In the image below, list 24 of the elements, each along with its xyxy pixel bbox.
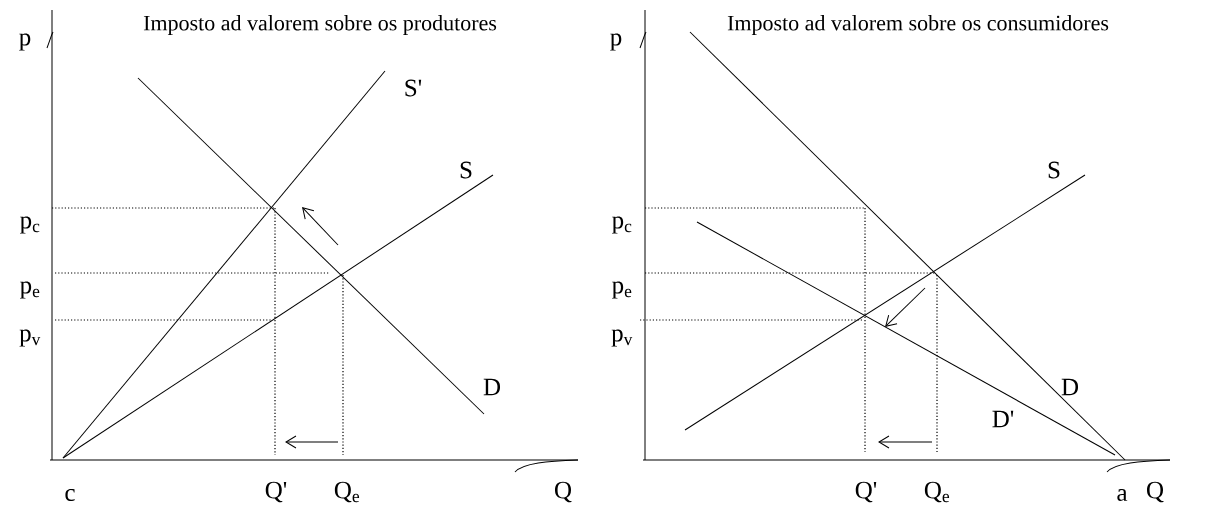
axis-label: S	[1048, 161, 1060, 179]
axis-label: D	[483, 378, 501, 396]
axis-label: p$_{v}$	[611, 329, 633, 347]
axis-label: p	[610, 33, 622, 51]
axis-label: c	[65, 489, 75, 502]
axis-label: Q$_{e}$	[924, 481, 950, 503]
chart-title: Imposto ad valorem sobre os produtores	[143, 15, 497, 35]
axis-label: Q'	[265, 481, 287, 503]
axis-label: p$_{e}$	[20, 281, 40, 299]
axis-label: D'	[992, 410, 1014, 428]
axis-label: a	[1117, 489, 1128, 501]
axis-label: p$_{e}$	[612, 281, 632, 299]
axis-label: Q	[555, 481, 572, 503]
axis-label: S	[460, 161, 472, 179]
axis-label: p$_{v}$	[19, 329, 41, 347]
axis-label: Q$_{e}$	[334, 481, 360, 503]
axis-label: S'	[405, 79, 422, 97]
axis-label: p$_{c}$	[20, 216, 40, 234]
axis-label: p	[19, 33, 31, 51]
axis-label: Q	[1147, 481, 1164, 503]
axis-label: Q'	[855, 481, 877, 503]
chart-title: Imposto ad valorem sobre os consumidores	[727, 15, 1109, 35]
axis-label: p$_{c}$	[612, 216, 632, 234]
axis-label: D	[1061, 378, 1079, 396]
